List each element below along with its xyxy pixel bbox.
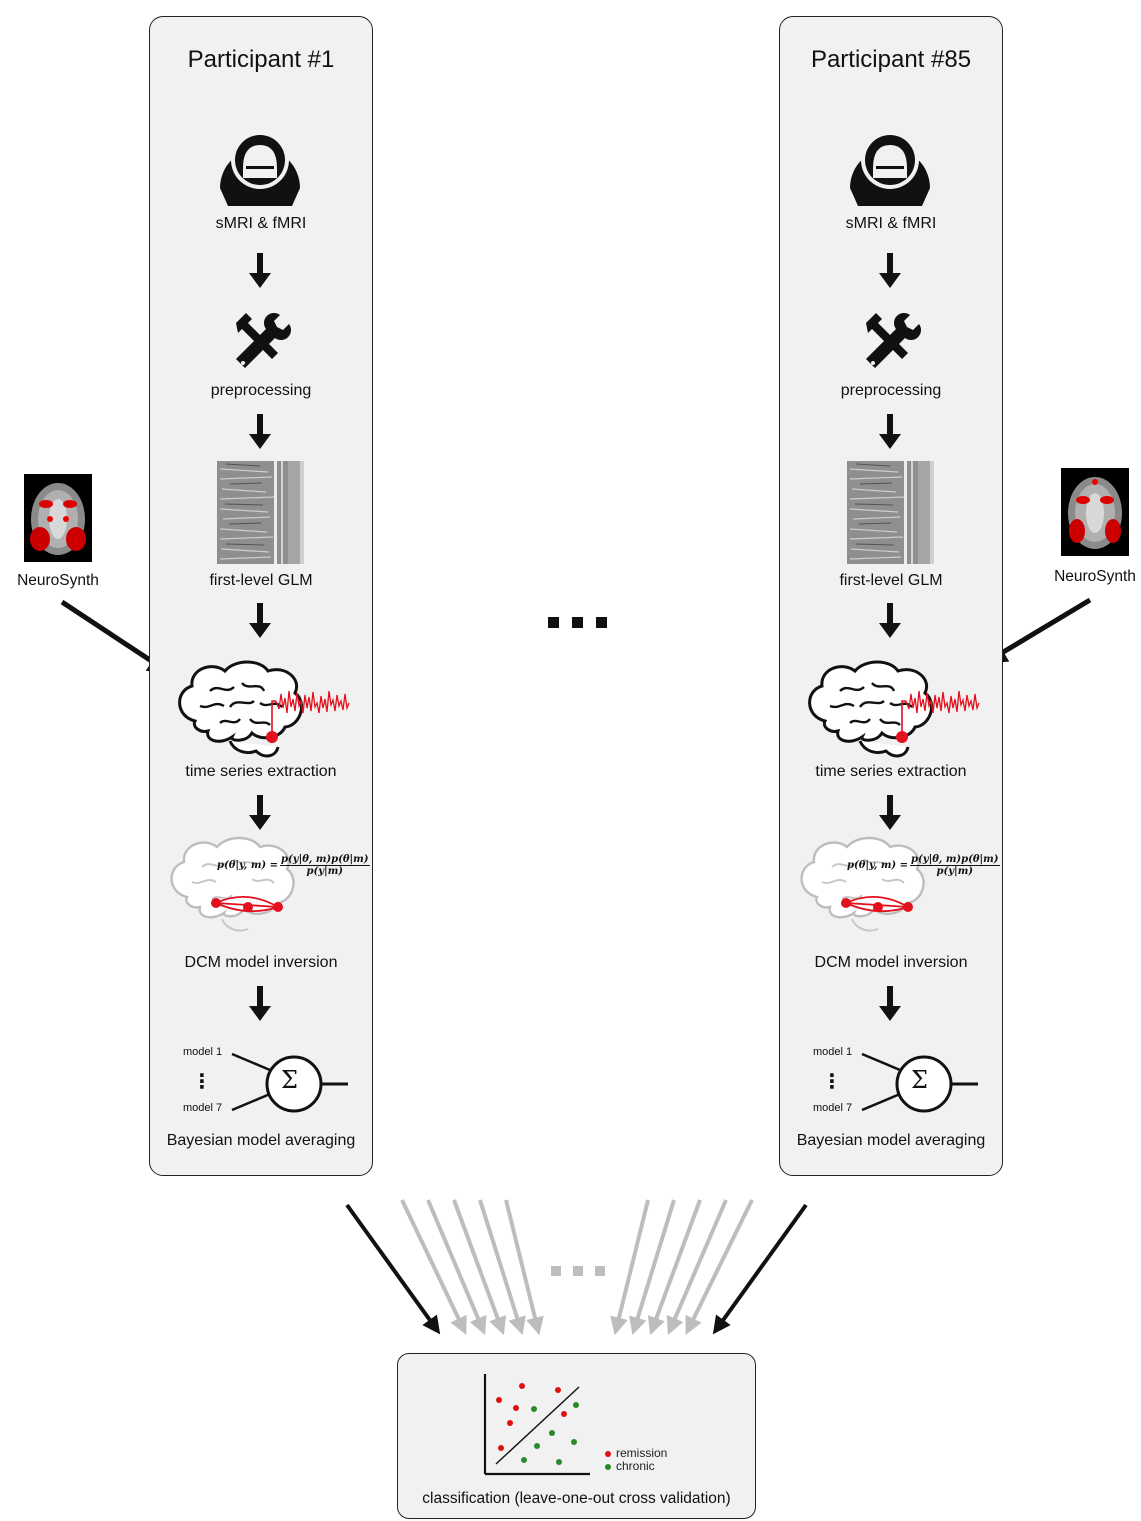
formula-denominator: p(y|m) [306, 866, 343, 877]
chronic-points [521, 1402, 579, 1465]
design-matrix-image [217, 461, 304, 564]
model-dots: ⋮ [822, 1071, 842, 1093]
formula-denominator: p(y|m) [936, 866, 973, 877]
gray-arrows-left [400, 1199, 544, 1336]
step-arrows [249, 253, 271, 1021]
brain-timeseries-icon [808, 660, 980, 758]
step-timeseries: time series extraction [815, 763, 967, 780]
ellipsis-bottom-gray [551, 1266, 605, 1276]
sum-symbol: Σ [281, 1066, 298, 1094]
design-matrix-image [847, 461, 934, 564]
legend-chronic-label: chronic [616, 1459, 655, 1473]
neurosynth-arrow-left [60, 599, 171, 674]
classification-scatter [483, 1374, 590, 1476]
step-glm: first-level GLM [209, 572, 313, 589]
neurosynth-label-right: NeuroSynth [1054, 568, 1136, 585]
dcm-brain-icon [800, 836, 925, 932]
legend-remission: remission [605, 1447, 667, 1460]
model-dots: ⋮ [192, 1071, 212, 1093]
formula-lhs: p(θ|y, m) = [217, 860, 279, 871]
step-preprocessing: preprocessing [840, 382, 942, 399]
model-first-label: model 1 [813, 1046, 853, 1058]
participant-title: Participant #1 [187, 46, 335, 73]
arrow-participant1-to-classification [345, 1203, 441, 1335]
step-dcm: DCM model inversion [184, 954, 338, 971]
step-scan: sMRI & fMRI [215, 215, 307, 232]
step-bma: Bayesian model averaging [166, 1132, 356, 1149]
model-last-label: model 7 [183, 1102, 223, 1114]
mri-scanner-icon [850, 125, 930, 206]
neurosynth-arrow-right [984, 597, 1092, 664]
legend-remission-dot [605, 1450, 611, 1457]
participant-title: Participant #85 [810, 46, 972, 73]
remission-points [496, 1383, 567, 1451]
classification-legend: remission chronic [605, 1447, 667, 1473]
mri-scanner-icon [220, 125, 300, 206]
participant-panel-1: Participant #1 [149, 16, 373, 1176]
dcm-brain-icon [170, 836, 295, 932]
classification-panel: remission chronic classification (leave-… [397, 1353, 756, 1519]
legend-remission-label: remission [616, 1446, 668, 1460]
step-arrows [879, 253, 901, 1021]
tools-icon [236, 313, 291, 368]
formula-numerator: p(y|θ, m)p(θ|m) [910, 854, 1000, 866]
classification-title: classification (leave-one-out cross vali… [422, 1490, 731, 1507]
neurosynth-image-left [24, 474, 92, 562]
legend-chronic-dot [605, 1463, 611, 1470]
step-dcm: DCM model inversion [814, 954, 968, 971]
bayesian-averaging-icon [861, 1052, 978, 1113]
gray-arrows-right [610, 1199, 754, 1336]
step-preprocessing: preprocessing [210, 382, 312, 399]
dcm-formula: p(θ|y, m) = p(y|θ, m)p(θ|m) p(y|m) [847, 854, 1000, 877]
model-last-label: model 7 [813, 1102, 853, 1114]
tools-icon [866, 313, 921, 368]
step-timeseries: time series extraction [185, 763, 337, 780]
participant-panel-85: Participant #85 [779, 16, 1003, 1176]
dcm-formula: p(θ|y, m) = p(y|θ, m)p(θ|m) p(y|m) [217, 854, 370, 877]
neurosynth-image-right [1061, 468, 1129, 556]
step-scan: sMRI & fMRI [845, 215, 937, 232]
legend-chronic: chronic [605, 1460, 667, 1473]
decision-boundary [495, 1386, 580, 1465]
model-first-label: model 1 [183, 1046, 223, 1058]
step-glm: first-level GLM [839, 572, 943, 589]
step-bma: Bayesian model averaging [796, 1132, 986, 1149]
arrow-participant85-to-classification [712, 1203, 808, 1335]
neurosynth-label-left: NeuroSynth [17, 572, 99, 589]
formula-numerator: p(y|θ, m)p(θ|m) [280, 854, 370, 866]
ellipsis-middle [548, 617, 607, 628]
brain-timeseries-icon [178, 660, 350, 758]
bayesian-averaging-icon [231, 1052, 348, 1113]
sum-symbol: Σ [911, 1066, 928, 1094]
formula-lhs: p(θ|y, m) = [847, 860, 909, 871]
